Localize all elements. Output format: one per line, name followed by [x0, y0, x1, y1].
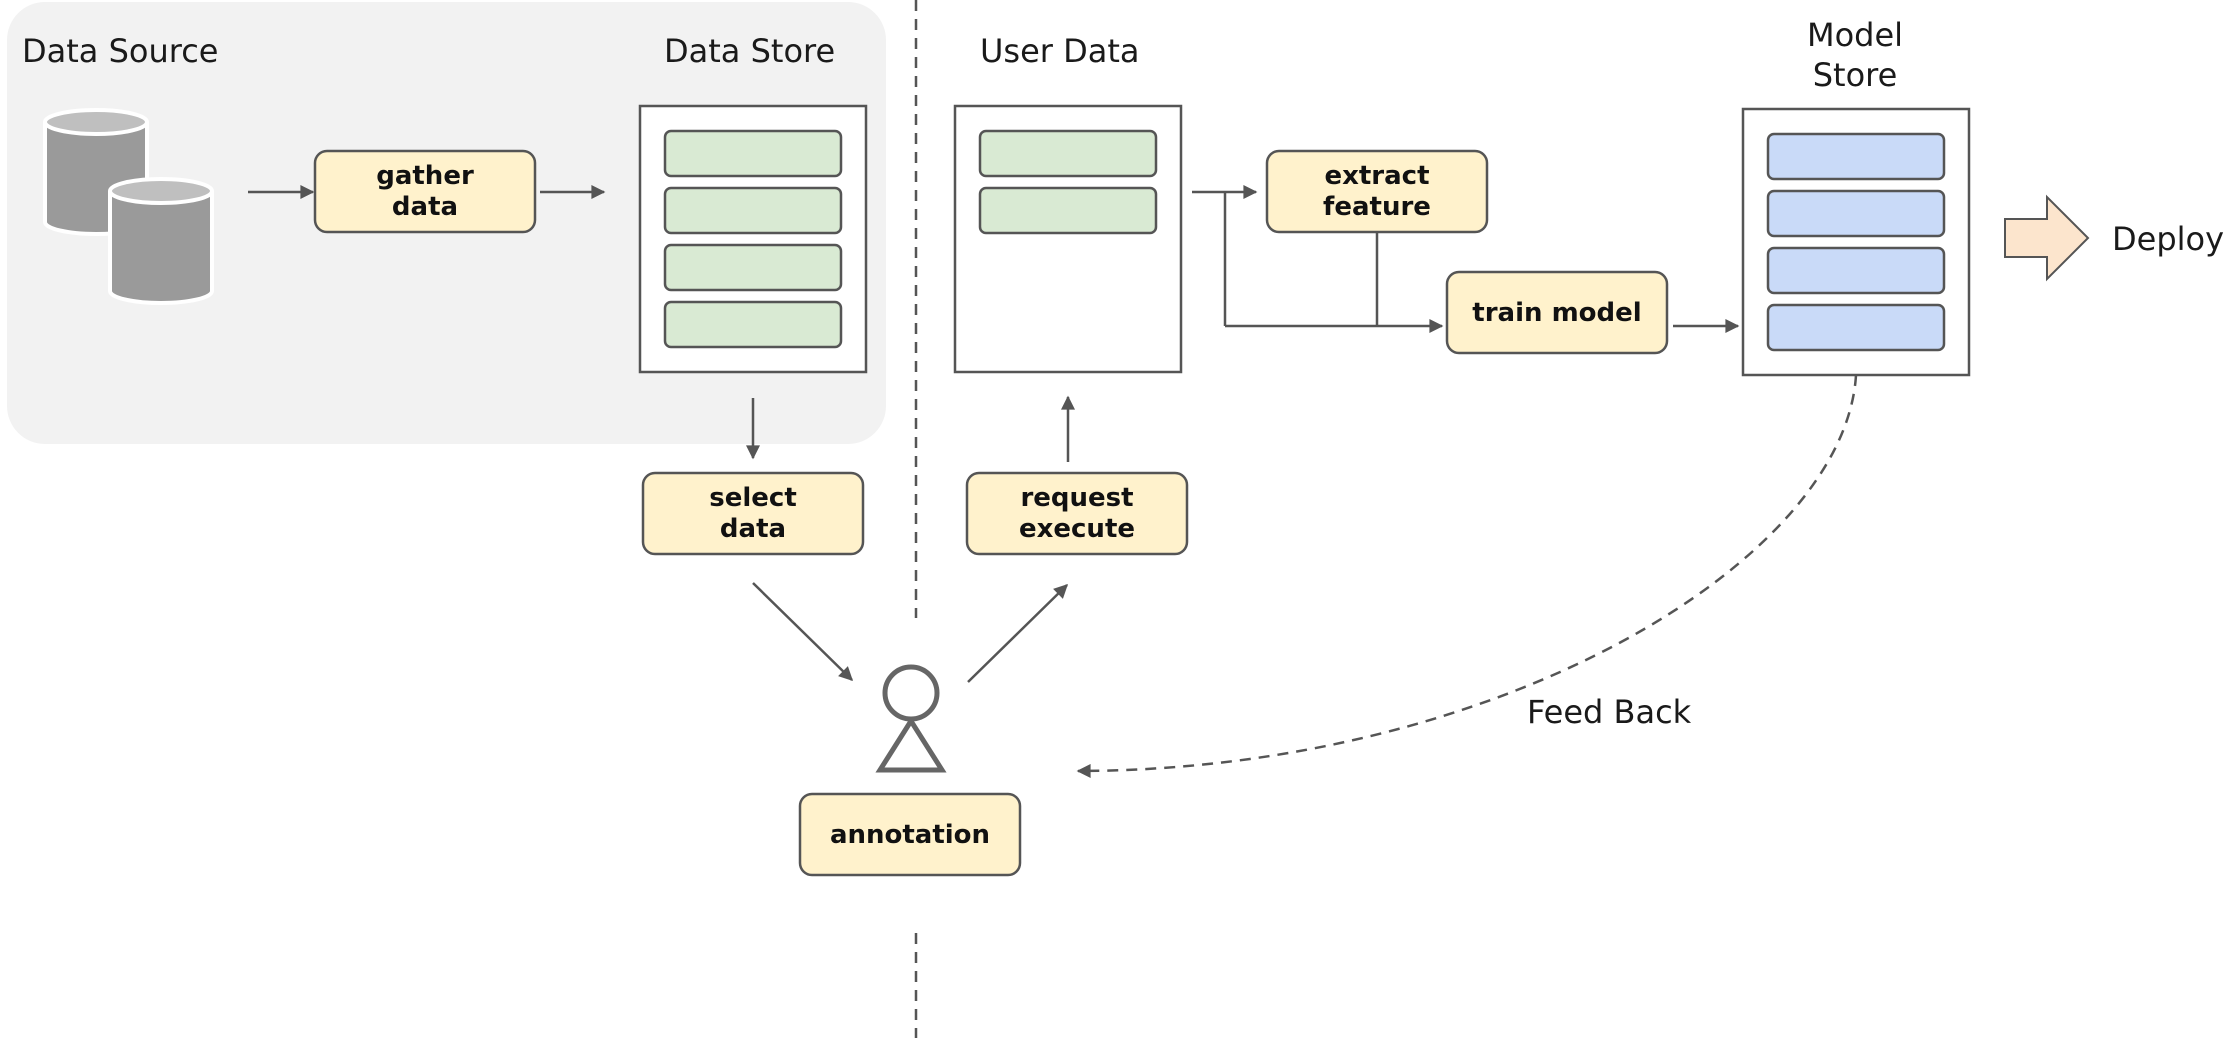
model-store-label-line2: Store: [1813, 56, 1898, 94]
deploy-label: Deploy: [2112, 220, 2224, 258]
user-data-store: [953, 104, 1183, 374]
train-model-label: train model: [1472, 298, 1641, 328]
request-execute-label-line1: request: [1020, 483, 1133, 513]
model-store-slot: [1766, 132, 1946, 181]
data-source-label: Data Source: [22, 32, 218, 70]
arrow-select-to-person: [752, 582, 853, 681]
select-data-label-line1: select: [709, 483, 797, 513]
gather-data-label-line1: gather: [376, 161, 474, 191]
request-execute-label-line2: execute: [1019, 514, 1135, 544]
data-store-slot: [663, 186, 843, 235]
model-store-label-line1: Model: [1807, 16, 1903, 54]
database-icon: [108, 177, 214, 305]
gather-data-node[interactable]: gather data: [313, 149, 537, 234]
request-execute-node[interactable]: request execute: [965, 471, 1189, 556]
feedback-curve: [1076, 374, 1858, 778]
user-data-label: User Data: [980, 32, 1140, 70]
train-model-node[interactable]: train model: [1445, 270, 1669, 355]
annotation-node[interactable]: annotation: [798, 792, 1022, 877]
feed-back-label: Feed Back: [1527, 693, 1692, 731]
data-store-slot: [663, 300, 843, 349]
extract-feature-label-line2: feature: [1323, 192, 1431, 222]
model-store-slot: [1766, 246, 1946, 295]
select-data-node[interactable]: select data: [641, 471, 865, 556]
data-store-slot: [663, 129, 843, 178]
data-store-label: Data Store: [664, 32, 835, 70]
block-arrow-right-icon: [2004, 194, 2090, 282]
select-data-label-line2: data: [720, 514, 786, 544]
data-store: [638, 104, 868, 374]
extract-feature-label-line1: extract: [1324, 161, 1429, 191]
model-store-slot: [1766, 189, 1946, 238]
person-icon: [875, 664, 947, 773]
annotation-label: annotation: [830, 820, 990, 850]
extract-feature-node[interactable]: extract feature: [1265, 149, 1489, 234]
user-data-slot: [978, 186, 1158, 235]
user-data-slot: [978, 129, 1158, 178]
model-store-slot: [1766, 303, 1946, 352]
model-store: [1741, 107, 1971, 377]
gather-data-label-line2: data: [392, 192, 458, 222]
data-store-slot: [663, 243, 843, 292]
arrow-person-to-request: [967, 584, 1068, 683]
